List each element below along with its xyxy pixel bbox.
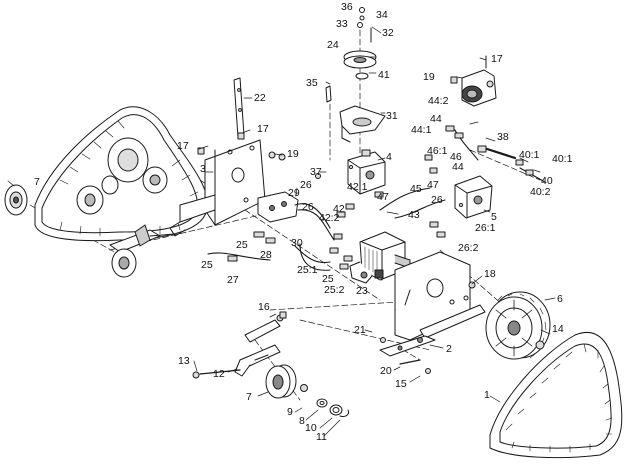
callout-45: 45 [410,183,422,195]
callout-26-2: 26:2 [458,242,479,254]
left-tensioner-assembly [109,224,176,278]
callout-33: 33 [336,18,348,30]
callout-12: 12 [213,368,225,380]
callout-32: 32 [382,27,394,39]
callout-14: 14 [552,323,564,335]
callout-26: 26 [302,201,314,213]
callout-26: 26 [431,194,443,206]
callout-20: 20 [380,365,392,377]
callout-4: 4 [386,151,392,163]
callout-9: 9 [287,406,293,418]
callout-40-2: 40:2 [530,186,551,198]
callout-16: 16 [258,301,270,313]
callout-7: 7 [34,176,40,188]
left-idler-wheel [4,184,28,216]
callout-34: 34 [376,9,388,21]
callout-17: 17 [177,140,189,152]
motor-bracket [339,105,386,143]
callout-19: 19 [423,71,435,83]
callout-labels: 36 34 33 32 24 17 35 41 22 19 31 44:2 17… [34,1,573,443]
callout-40-1: 40:1 [552,153,573,165]
hydraulic-motor-top [347,149,386,195]
callout-26: 26 [300,179,312,191]
callout-18: 18 [484,268,496,280]
callout-17: 17 [491,53,503,65]
callout-3: 3 [200,163,206,175]
callout-44: 44 [452,161,464,173]
misc-bolts [278,153,476,374]
callout-31: 31 [386,110,398,122]
callout-10: 10 [305,422,317,434]
callout-5: 5 [491,211,497,223]
callout-6: 6 [557,293,563,305]
callout-28: 28 [260,249,272,261]
cross-brace [379,335,436,357]
callout-13: 13 [178,355,190,367]
callout-42: 42 [333,203,345,215]
callout-36: 36 [341,1,353,13]
callout-21: 21 [354,324,366,336]
callout-44-1: 44:1 [411,124,432,136]
leader-lines [7,26,556,437]
callout-40: 40 [541,175,553,187]
callout-25-2: 25:2 [324,284,345,296]
callout-26-1: 26:1 [475,222,496,234]
callout-8: 8 [299,415,305,427]
callout-42-2: 42:2 [319,212,340,224]
center-drive-motor [349,231,411,284]
callout-25: 25 [236,239,248,251]
callout-47: 47 [427,179,439,191]
callout-42-1: 42:1 [347,181,368,193]
callout-37: 37 [310,166,322,178]
left-frame-plate [169,139,266,237]
callout-25: 25 [322,273,334,285]
callout-1: 1 [484,389,490,401]
callout-22: 22 [254,92,266,104]
callout-17: 17 [257,123,269,135]
callout-25: 25 [201,259,213,271]
top-pulley-stack [325,7,377,103]
callout-23: 23 [356,285,368,297]
callout-7: 7 [246,391,252,403]
callout-2: 2 [446,343,452,355]
callout-19: 19 [287,148,299,160]
callout-43: 43 [408,209,420,221]
right-frame-plate [394,251,486,341]
hose-fittings [227,125,534,270]
callout-30: 30 [291,237,303,249]
callout-25-1: 25:1 [297,264,318,276]
callout-44: 44 [430,113,442,125]
left-track-belt [34,106,209,242]
vertical-bar [233,77,245,138]
lower-idler-wheel [265,364,297,399]
callout-27: 27 [227,274,239,286]
callout-40-1: 40:1 [519,149,540,161]
callout-35: 35 [306,77,318,89]
right-track-belt [489,331,623,459]
wheel-hardware [300,384,349,417]
hydraulic-motor-right [454,175,493,219]
lower-tensioner-assembly [192,314,284,379]
callout-46: 46 [450,151,462,163]
callout-38: 38 [497,131,509,143]
valve-block [257,191,299,223]
right-drive-wheel [485,291,551,360]
callout-41: 41 [378,69,390,81]
callout-11: 11 [316,431,327,443]
bearing-housing [450,55,497,107]
callout-15: 15 [395,378,407,390]
callout-46-1: 46:1 [427,145,448,157]
callout-44-2: 44:2 [428,95,449,107]
callout-24: 24 [327,39,339,51]
callout-29: 29 [288,187,300,199]
callout-47: 47 [377,191,389,203]
